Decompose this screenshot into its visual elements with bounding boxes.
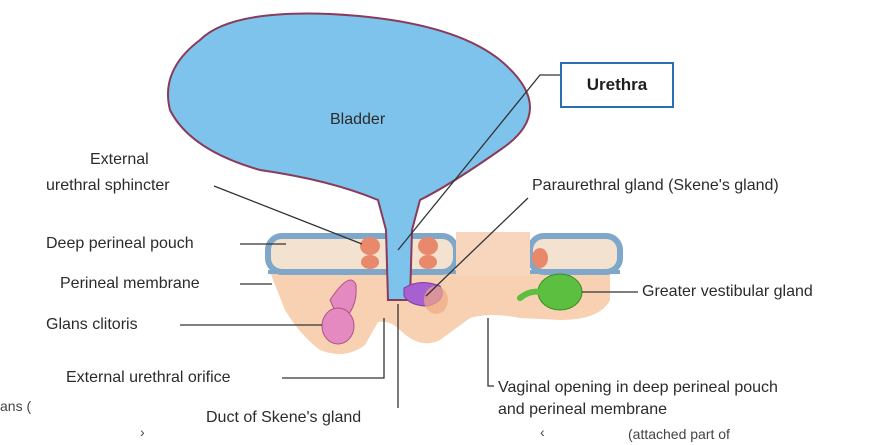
- chevron-left-icon: ›: [140, 424, 145, 440]
- vaginal-gap: [456, 232, 530, 276]
- label-greater-vestibular-gland: Greater vestibular gland: [642, 282, 813, 302]
- label-glans-clitoris: Glans clitoris: [46, 315, 138, 335]
- label-external-urethral-orifice: External urethral orifice: [66, 368, 231, 388]
- label-perineal-membrane: Perineal membrane: [60, 274, 200, 294]
- urethra-label-box: Urethra: [560, 62, 674, 108]
- label-duct-skene: Duct of Skene's gland: [206, 408, 361, 428]
- label-paraurethral-gland: Paraurethral gland (Skene's gland): [532, 176, 779, 196]
- label-bladder: Bladder: [330, 110, 385, 130]
- glans-clitoris: [322, 308, 354, 344]
- label-urethra: Urethra: [587, 75, 647, 95]
- sphincter-right: [418, 237, 438, 255]
- label-deep-perineal-pouch: Deep perineal pouch: [46, 234, 194, 254]
- label-fragment-left: ans (: [0, 398, 31, 414]
- leader-vaginal-opening: [488, 318, 494, 386]
- label-external-sphincter-2: urethral sphincter: [46, 176, 170, 196]
- label-external-sphincter-1: External: [90, 150, 149, 170]
- chevron-right-icon: ‹: [540, 424, 545, 440]
- tissue-blob-right: [424, 286, 448, 314]
- label-vaginal-opening-2: and perineal membrane: [498, 400, 667, 420]
- sphincter-left: [360, 237, 380, 255]
- label-vaginal-opening-1: Vaginal opening in deep perineal pouch: [498, 378, 778, 398]
- sphincter-right-2: [419, 255, 437, 269]
- sphincter-left-2: [361, 255, 379, 269]
- greater-vestibular-gland: [538, 274, 582, 310]
- right-pouch-blob: [532, 248, 548, 268]
